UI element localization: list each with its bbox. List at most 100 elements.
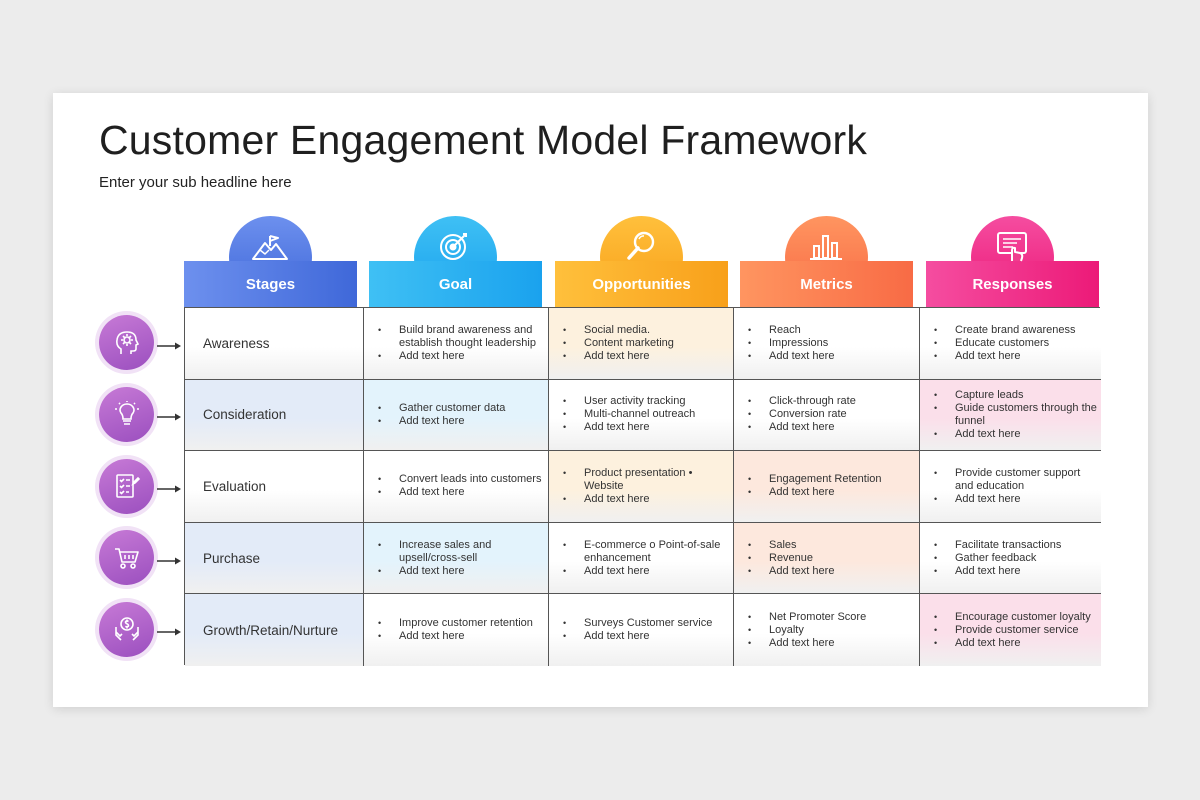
list-item: Add text here [748, 565, 834, 578]
list-item: Encourage customer loyalty [934, 611, 1091, 624]
bullet-list: Surveys Customer serviceAdd text here [549, 617, 712, 643]
bullet-list: E-commerce o Point-of-sale enhancementAd… [549, 539, 733, 578]
column-header-label: Opportunities [555, 261, 728, 307]
list-item: Capture leads [934, 389, 1101, 402]
magnifier-icon [621, 230, 661, 262]
list-item: Add text here [748, 486, 882, 499]
head-gear-icon [99, 315, 154, 371]
list-item: Educate customers [934, 337, 1075, 350]
bullet-list: Product presentation • WebsiteAdd text h… [549, 467, 733, 506]
stage-cell: Consideration [185, 379, 364, 452]
bullet-list: Increase sales and upsell/cross-sellAdd … [364, 539, 548, 578]
opportunities-cell: User activity trackingMulti-channel outr… [549, 379, 734, 452]
bullet-list: Social media.Content marketingAdd text h… [549, 324, 674, 363]
row-arrow [157, 338, 182, 350]
list-item: Add text here [563, 630, 712, 643]
page-subtitle: Enter your sub headline here [99, 174, 292, 191]
bullet-list: SalesRevenueAdd text here [734, 539, 834, 578]
list-item: Impressions [748, 337, 834, 350]
list-item: Build brand awareness and establish thou… [378, 324, 548, 350]
bullet-list: Gather customer dataAdd text here [364, 402, 505, 428]
opportunities-cell: Surveys Customer serviceAdd text here [549, 594, 734, 666]
metrics-cell: SalesRevenueAdd text here [734, 522, 920, 595]
list-item: Create brand awareness [934, 324, 1075, 337]
list-item: Gather feedback [934, 552, 1061, 565]
list-item: Provide customer service [934, 624, 1091, 637]
column-header-opportunities: Opportunities [555, 216, 728, 307]
list-item: Add text here [378, 630, 533, 643]
bullet-list: Engagement RetentionAdd text here [734, 473, 882, 499]
row-arrow [157, 553, 182, 565]
list-item: Conversion rate [748, 408, 856, 421]
shopping-cart-icon [99, 530, 154, 586]
goal-cell: Improve customer retentionAdd text here [364, 594, 549, 666]
mountain-flag-icon [250, 230, 290, 262]
list-item: Add text here [934, 350, 1075, 363]
column-header-metrics: Metrics [740, 216, 913, 307]
bullet-list: Build brand awareness and establish thou… [364, 324, 548, 363]
column-header-label: Goal [369, 261, 542, 307]
page-title: Customer Engagement Model Framework [99, 117, 868, 163]
list-item: Add text here [934, 565, 1061, 578]
list-item: Improve customer retention [378, 617, 533, 630]
list-item: Engagement Retention [748, 473, 882, 486]
list-item: Social media. [563, 324, 674, 337]
metrics-cell: Net Promoter ScoreLoyaltyAdd text here [734, 594, 920, 666]
list-item: Content marketing [563, 337, 674, 350]
stage-cell: Awareness [185, 308, 364, 380]
list-item: Provide customer support and education [934, 467, 1101, 493]
list-item: Sales [748, 539, 834, 552]
list-item: User activity tracking [563, 395, 695, 408]
list-item: Add text here [934, 637, 1091, 650]
list-item: Add text here [748, 637, 866, 650]
list-item: E-commerce o Point-of-sale enhancement [563, 539, 733, 565]
target-icon [435, 230, 475, 262]
bullet-list: Encourage customer loyaltyProvide custom… [920, 611, 1091, 650]
list-item: Add text here [748, 421, 856, 434]
list-item: Multi-channel outreach [563, 408, 695, 421]
opportunities-cell: E-commerce o Point-of-sale enhancementAd… [549, 522, 734, 595]
checklist-icon [99, 458, 154, 514]
hands-dollar-icon [99, 601, 154, 657]
list-item: Revenue [748, 552, 834, 565]
list-item: Reach [748, 324, 834, 337]
responses-cell: Provide customer support and educationAd… [920, 451, 1101, 523]
list-item: Increase sales and upsell/cross-sell [378, 539, 548, 565]
list-item: Net Promoter Score [748, 611, 866, 624]
list-item: Surveys Customer service [563, 617, 712, 630]
bullet-list: Facilitate transactionsGather feedbackAd… [920, 539, 1061, 578]
column-header-label: Responses [926, 261, 1099, 307]
list-item: Add text here [378, 350, 548, 363]
column-header-label: Stages [184, 261, 357, 307]
column-header-stages: Stages [184, 216, 357, 307]
list-item: Facilitate transactions [934, 539, 1061, 552]
slide: Customer Engagement Model Framework Ente… [53, 93, 1148, 707]
list-item: Click-through rate [748, 395, 856, 408]
responses-cell: Facilitate transactionsGather feedbackAd… [920, 522, 1101, 595]
bullet-list: ReachImpressionsAdd text here [734, 324, 834, 363]
bullet-list: Click-through rateConversion rateAdd tex… [734, 395, 856, 434]
responses-cell: Encourage customer loyaltyProvide custom… [920, 594, 1101, 666]
responses-cell: Create brand awarenessEducate customersA… [920, 308, 1101, 380]
list-item: Loyalty [748, 624, 866, 637]
bullet-list: Improve customer retentionAdd text here [364, 617, 533, 643]
column-header-goal: Goal [369, 216, 542, 307]
list-item: Add text here [563, 565, 733, 578]
goal-cell: Convert leads into customersAdd text her… [364, 451, 549, 523]
stage-cell: Evaluation [185, 451, 364, 523]
list-item: Product presentation • Website [563, 467, 733, 493]
tablet-touch-icon [992, 230, 1032, 262]
opportunities-cell: Product presentation • WebsiteAdd text h… [549, 451, 734, 523]
list-item: Add text here [934, 428, 1101, 441]
bullet-list: Convert leads into customersAdd text her… [364, 473, 541, 499]
bullet-list: Net Promoter ScoreLoyaltyAdd text here [734, 611, 866, 650]
row-arrow [157, 624, 182, 636]
metrics-cell: ReachImpressionsAdd text here [734, 308, 920, 380]
metrics-cell: Engagement RetentionAdd text here [734, 451, 920, 523]
bullet-list: User activity trackingMulti-channel outr… [549, 395, 695, 434]
list-item: Add text here [563, 350, 674, 363]
metrics-cell: Click-through rateConversion rateAdd tex… [734, 379, 920, 452]
list-item: Add text here [934, 493, 1101, 506]
bar-chart-icon [806, 230, 846, 262]
goal-cell: Gather customer dataAdd text here [364, 379, 549, 452]
